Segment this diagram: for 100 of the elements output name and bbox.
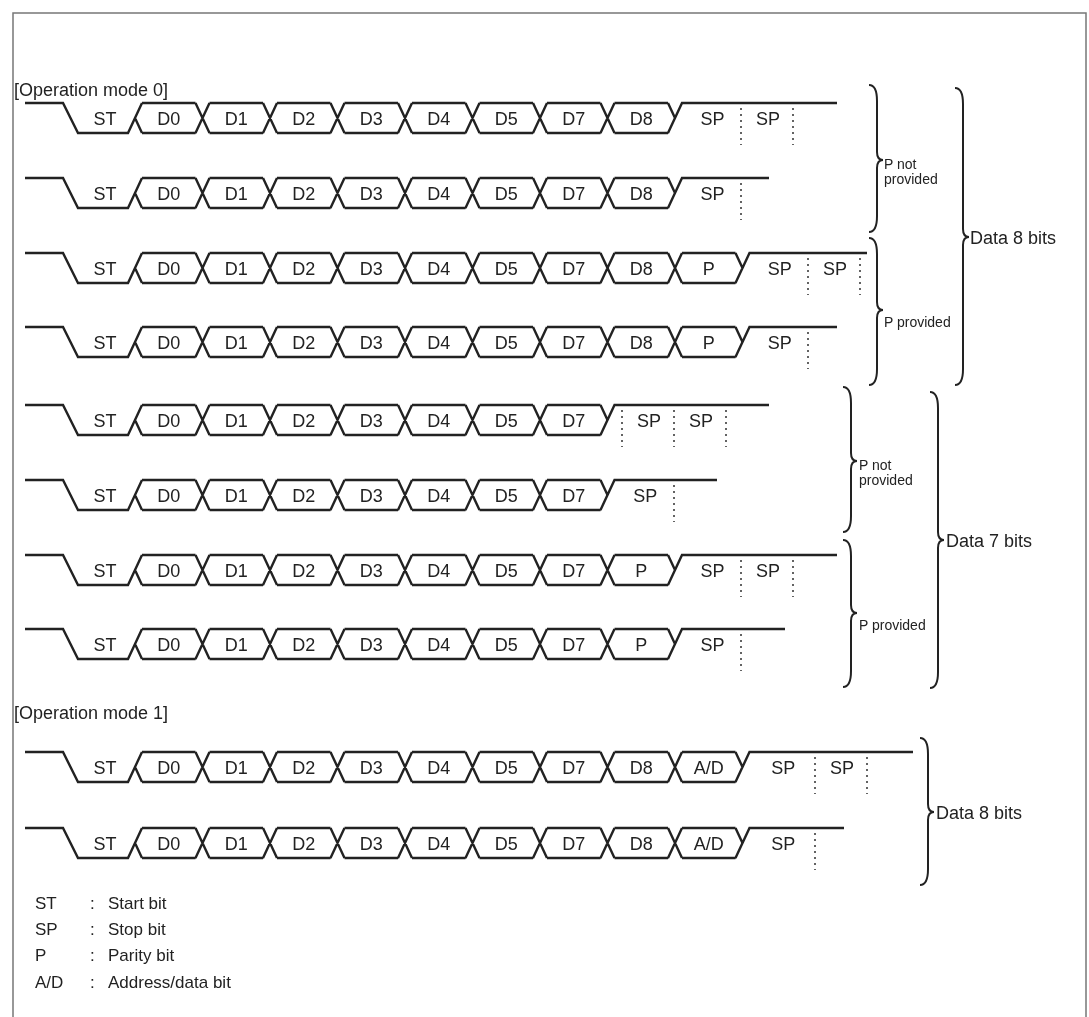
bit-label: D5	[494, 333, 518, 353]
group-label: Data 8 bits	[936, 803, 1024, 823]
bit-label: D3	[359, 333, 383, 353]
bit-label: D3	[359, 184, 383, 204]
bit-label: D0	[157, 259, 181, 279]
bit-label: D8	[629, 259, 653, 279]
bit-label: D1	[224, 635, 248, 655]
bit-label: D2	[292, 184, 316, 204]
bit-label: SP	[771, 758, 796, 778]
bit-label: P	[635, 561, 648, 581]
bit-label: D1	[224, 758, 248, 778]
bit-label: D3	[359, 561, 383, 581]
legend-abbreviation: ST	[35, 895, 57, 913]
bit-label: A/D	[693, 758, 724, 778]
bit-label: P	[702, 333, 715, 353]
bit-label: SP	[771, 834, 796, 854]
bit-label: D7	[562, 758, 586, 778]
bit-label: D5	[494, 109, 518, 129]
bit-label: D5	[494, 411, 518, 431]
bit-label: D5	[494, 758, 518, 778]
section-heading: [Operation mode 1]	[14, 703, 169, 723]
bit-label: D7	[562, 834, 586, 854]
bit-label: D2	[292, 758, 316, 778]
bit-label: D5	[494, 561, 518, 581]
bit-label: P	[702, 259, 715, 279]
group-label: Data 7 bits	[946, 531, 1034, 551]
bit-label: SP	[700, 184, 725, 204]
bit-label: D0	[157, 411, 181, 431]
group-label: P not provided	[884, 157, 939, 187]
bit-label: ST	[93, 635, 117, 655]
bit-label: SP	[823, 259, 847, 279]
bit-label: D0	[157, 486, 181, 506]
bit-label: SP	[700, 635, 725, 655]
bit-label: D0	[157, 184, 181, 204]
bit-label: A/D	[693, 834, 724, 854]
bit-label: SP	[767, 333, 792, 353]
group-label: Data 8 bits	[970, 228, 1058, 248]
bit-label: D5	[494, 486, 518, 506]
bit-label: D3	[359, 411, 383, 431]
bit-label: D7	[562, 635, 586, 655]
bit-label: D4	[427, 758, 451, 778]
bit-label: D8	[629, 834, 653, 854]
bit-label: D1	[224, 333, 248, 353]
legend-description: Address/data bit	[108, 974, 231, 992]
bit-label: D4	[427, 333, 451, 353]
bit-label: D3	[359, 486, 383, 506]
bit-label: D3	[359, 109, 383, 129]
bit-label: D2	[292, 411, 316, 431]
bit-label: D3	[359, 259, 383, 279]
bit-label: D2	[292, 635, 316, 655]
bit-label: ST	[93, 758, 117, 778]
bit-label: D1	[224, 109, 248, 129]
bit-label: D0	[157, 561, 181, 581]
legend-abbreviation: P	[35, 947, 47, 965]
bit-label: D5	[494, 184, 518, 204]
legend-separator: :	[90, 921, 95, 939]
bit-label: D1	[224, 561, 248, 581]
bit-label: D5	[494, 834, 518, 854]
bit-label: D0	[157, 333, 181, 353]
bit-label: SP	[830, 758, 854, 778]
bit-label: D2	[292, 486, 316, 506]
bit-label: D1	[224, 834, 248, 854]
bit-label: ST	[93, 109, 117, 129]
bit-label: D1	[224, 411, 248, 431]
legend-description: Parity bit	[108, 947, 175, 965]
group-label: P provided	[859, 617, 927, 633]
bit-label: SP	[637, 411, 661, 431]
bit-label: D5	[494, 635, 518, 655]
bit-label: D4	[427, 486, 451, 506]
bit-label: D0	[157, 834, 181, 854]
bit-label: D2	[292, 561, 316, 581]
legend-description: Stop bit	[108, 921, 166, 939]
bit-label: ST	[93, 561, 117, 581]
bit-label: D0	[157, 635, 181, 655]
legend-separator: :	[90, 895, 95, 913]
bit-label: D7	[562, 333, 586, 353]
bit-label: D4	[427, 259, 451, 279]
legend-abbreviation: A/D	[35, 974, 64, 992]
bit-label: SP	[767, 259, 792, 279]
bit-label: SP	[756, 561, 780, 581]
bit-label: D7	[562, 184, 586, 204]
bit-label: D2	[292, 333, 316, 353]
section-heading: [Operation mode 0]	[14, 80, 169, 100]
bit-label: D0	[157, 109, 181, 129]
bit-label: D2	[292, 259, 316, 279]
bit-label: SP	[633, 486, 658, 506]
bit-label: D8	[629, 184, 653, 204]
bit-label: SP	[756, 109, 780, 129]
bit-label: D3	[359, 758, 383, 778]
legend-description: Start bit	[108, 895, 167, 913]
bit-label: ST	[93, 486, 117, 506]
bit-label: D4	[427, 184, 451, 204]
bit-label: P	[635, 635, 648, 655]
bit-label: SP	[700, 109, 725, 129]
bit-label: D0	[157, 758, 181, 778]
bit-label: ST	[93, 333, 117, 353]
bit-label: D1	[224, 259, 248, 279]
bit-label: D5	[494, 259, 518, 279]
bit-label: ST	[93, 259, 117, 279]
group-label: P provided	[884, 314, 952, 330]
